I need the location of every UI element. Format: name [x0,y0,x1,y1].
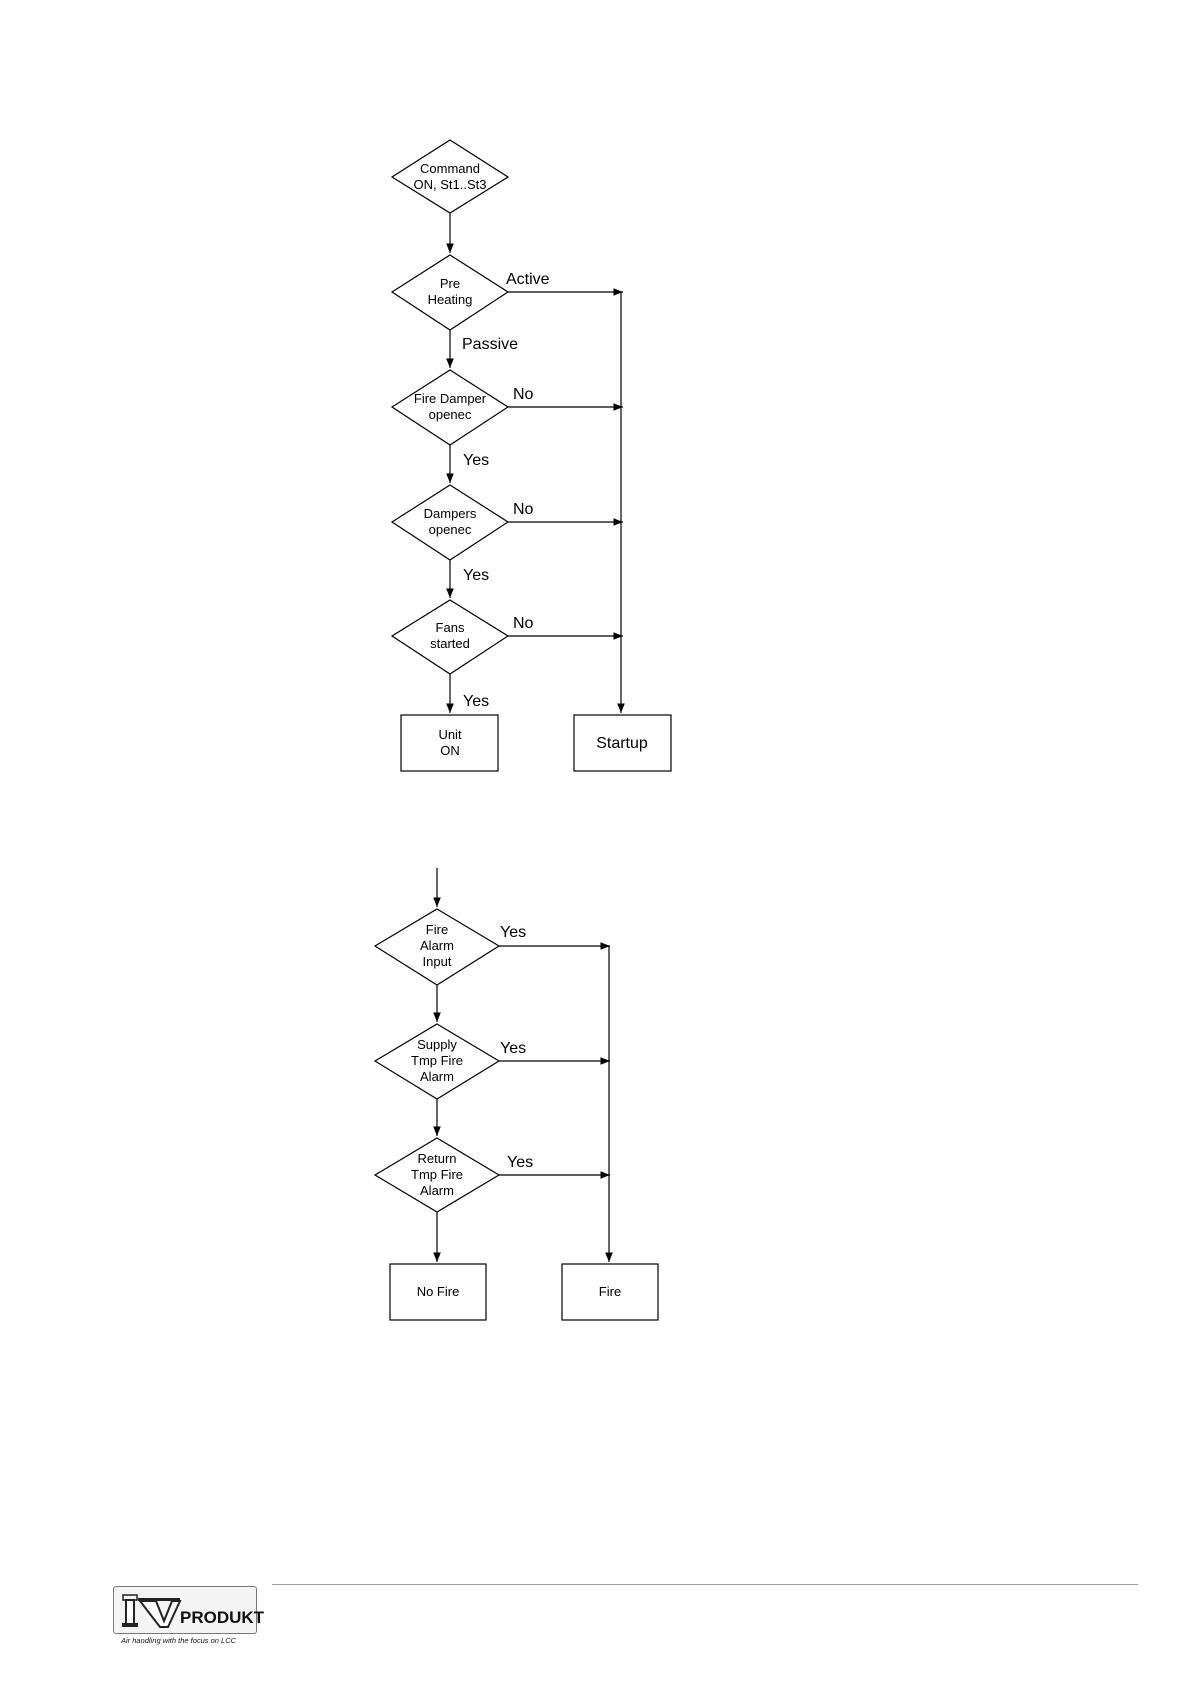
node-label: openec [429,407,472,422]
fire-flowchart: Fire Alarm Input Supply Tmp Fire Alarm R… [375,868,658,1320]
edge-label: No [513,501,534,518]
node-label: Alarm [420,1069,454,1084]
logo-tagline: Air handling with the focus on LCC [121,1636,236,1645]
node-label: Supply [417,1037,457,1052]
node-label: Pre [440,276,460,291]
node-label: Fire [599,1284,621,1299]
node-label: Tmp Fire [411,1053,463,1068]
node-label: Unit [438,727,462,742]
pre-heating-decision: Pre Heating [392,255,508,330]
return-tmp-fire-alarm-decision: Return Tmp Fire Alarm [375,1138,499,1212]
node-label: Command [420,161,480,176]
edge-label: Yes [507,1154,533,1171]
node-label: Dampers [424,506,477,521]
edge-label: Yes [463,452,489,469]
node-label: Fire [426,922,448,937]
edge-label: Yes [463,567,489,584]
node-label: ON, St1..St3 [414,177,487,192]
node-label: ON [440,743,460,758]
node-label: Fire Damper [414,391,487,406]
supply-tmp-fire-alarm-decision: Supply Tmp Fire Alarm [375,1024,499,1099]
iv-produkt-logo: PRODUKT Air handling with the focus on L… [113,1578,259,1648]
fans-decision: Fans started [392,600,508,674]
edge-label: Passive [462,336,518,353]
command-decision: Command ON, St1..St3 [392,140,508,213]
node-label: Tmp Fire [411,1167,463,1182]
startup-box: Startup [574,715,671,771]
node-label: Return [417,1151,456,1166]
edge-label: Yes [500,1040,526,1057]
node-label: Input [423,954,452,969]
node-label: Alarm [420,938,454,953]
iv-mark-icon [120,1593,182,1629]
footer-divider [272,1584,1138,1585]
fire-alarm-input-decision: Fire Alarm Input [375,909,499,985]
node-label: No Fire [417,1284,460,1299]
edge-label: Yes [463,693,489,710]
dampers-decision: Dampers openec [392,485,508,560]
node-label: Alarm [420,1183,454,1198]
node-label: openec [429,522,472,537]
edge-label: Active [506,271,550,288]
logo-frame: PRODUKT [113,1586,257,1634]
unit-on-box: Unit ON [401,715,498,771]
edge-label: No [513,615,534,632]
fire-box: Fire [562,1264,658,1320]
node-label: Startup [596,735,648,752]
node-label: Heating [428,292,473,307]
fire-damper-decision: Fire Damper openec [392,370,508,445]
node-label: started [430,636,470,651]
no-fire-box: No Fire [390,1264,486,1320]
logo-wordmark: PRODUKT [180,1608,264,1628]
edge-label: Yes [500,924,526,941]
edge-label: No [513,386,534,403]
startup-flowchart: Command ON, St1..St3 Pre Heating Fire Da… [392,140,671,771]
node-label: Fans [436,620,465,635]
